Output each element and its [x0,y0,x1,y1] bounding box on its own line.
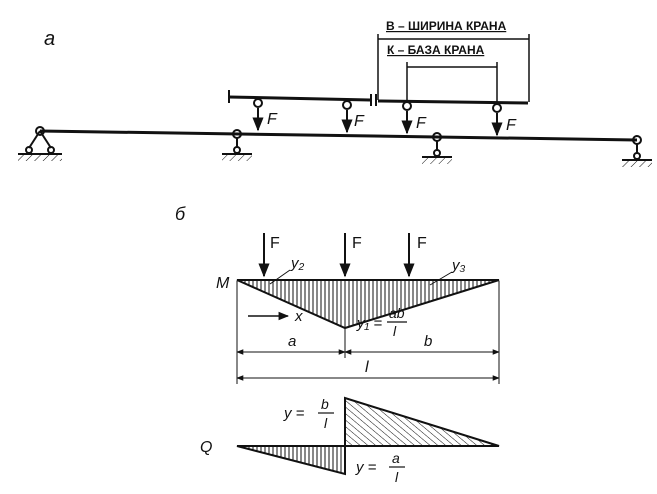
crane-width-dimension [377,34,530,102]
part-a-label: а [44,28,55,50]
support-3 [422,132,452,164]
force-label: F [416,115,427,132]
y1-fraction-numerator: ab [389,305,405,321]
shear-negative-denominator: l [395,469,399,485]
segment-b-label: b [424,333,432,350]
shear-positive-label: y = [283,405,305,422]
shear-negative-label: y = [355,459,377,476]
shear-influence-line [236,396,500,476]
crane-right [377,99,529,137]
span-dimensions [236,281,500,384]
force-label: F [506,117,517,134]
main-beam [39,129,638,142]
y1-fraction-denominator: l [393,323,397,339]
force-label: F [267,111,278,128]
shear-negative-numerator: a [392,450,400,466]
crane-left [228,90,371,134]
crane-base-label: К – БАЗА КРАНА [387,43,485,57]
crane-base-dimension [406,62,498,103]
y3-label: y₃ [451,257,466,274]
x-axis-label: x [294,308,303,325]
force-label: F [354,113,365,130]
y1-label: y₁ = [356,315,382,332]
support-left [18,126,62,161]
force-label: F [352,235,362,252]
shear-label: Q [200,439,212,456]
part-b-label: б [175,204,186,224]
y2-label: y₂ [290,255,305,272]
span-l-label: l [365,359,369,376]
segment-a-label: a [288,333,296,350]
support-right [622,135,652,167]
moment-label: M [216,275,230,292]
force-label: F [417,235,427,252]
support-2 [222,129,252,161]
moment-loads [258,233,415,278]
force-label: F [270,235,280,252]
shear-positive-denominator: l [324,415,328,431]
moment-influence-line [236,279,500,330]
crane-width-label: В – ШИРИНА КРАНА [386,19,507,33]
shear-positive-numerator: b [321,396,329,412]
